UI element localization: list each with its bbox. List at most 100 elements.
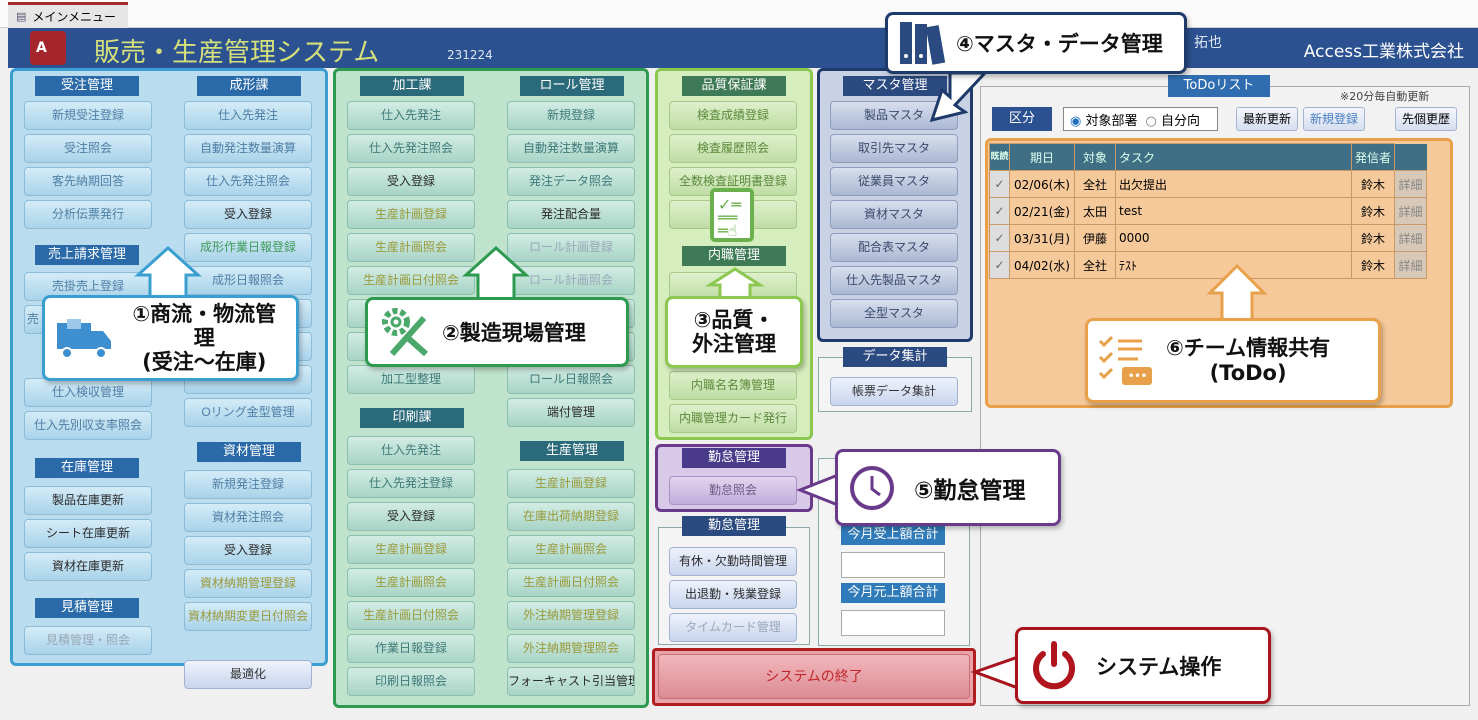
sales-total-field[interactable] xyxy=(841,552,945,578)
menu-button[interactable]: 成形日報照会 xyxy=(184,266,312,295)
menu-button[interactable]: Oリング金型管理 xyxy=(184,398,312,427)
menu-button[interactable]: ロール計画登録 xyxy=(507,233,635,262)
menu-button[interactable]: 加工型整理 xyxy=(347,365,475,394)
menu-button[interactable]: 配合表マスタ xyxy=(830,233,958,262)
menu-button[interactable]: 成形作業日報登録 xyxy=(184,233,312,262)
col-sender: 発信者 xyxy=(1351,143,1395,171)
callout6-arrow xyxy=(1206,263,1268,324)
menu-button[interactable]: 検査成績登録 xyxy=(669,101,797,130)
menu-button[interactable]: 資材マスタ xyxy=(830,200,958,229)
menu-button[interactable]: 新規受注登録 xyxy=(24,101,152,130)
menu-button[interactable]: 全型マスタ xyxy=(830,299,958,328)
menu-button[interactable]: 取引先マスタ xyxy=(830,134,958,163)
menu-button[interactable]: 資材納期管理登録 xyxy=(184,569,312,598)
history-button[interactable]: 先個更歴 xyxy=(1395,107,1457,131)
radio-target-dept[interactable]: ◉ 対象部署 xyxy=(1070,113,1138,129)
menu-button[interactable]: 仕入検収管理 xyxy=(24,378,152,407)
menu-button[interactable]: 仕入先発注 xyxy=(184,101,312,130)
read-check-icon[interactable]: ✓ xyxy=(989,251,1010,279)
todo-table: 既読 期日 対象 タスク 発信者 ✓02/06(木)全社出欠提出鈴木詳細✓02/… xyxy=(989,143,1427,279)
menu-button[interactable]: 印刷日報照会 xyxy=(347,667,475,696)
menu-button[interactable]: 受入登録 xyxy=(184,536,312,565)
menu-button[interactable]: 受注照会 xyxy=(24,134,152,163)
menu-button[interactable]: 自動発注数量演算 xyxy=(184,134,312,163)
sales-total2-field[interactable] xyxy=(841,610,945,636)
menu-button[interactable]: 自動発注数量演算 xyxy=(507,134,635,163)
menu-button[interactable]: 外注納期管理登録 xyxy=(507,601,635,630)
menu-button[interactable]: 仕入先別収支率照会 xyxy=(24,411,152,440)
menu-button[interactable]: 発注データ照会 xyxy=(507,167,635,196)
group-header: 勤怠管理 xyxy=(682,448,786,468)
menu-button[interactable]: 受入登録 xyxy=(347,167,475,196)
menu-button[interactable]: 在庫出荷納期登録 xyxy=(507,502,635,531)
col-task: タスク xyxy=(1115,143,1352,171)
menu-button[interactable]: タイムカード管理 xyxy=(669,613,797,642)
power-icon xyxy=(1033,640,1075,689)
menu-button[interactable]: 仕入先発注照会 xyxy=(347,134,475,163)
menu-button[interactable]: 生産計画照会 xyxy=(347,568,475,597)
todo-row[interactable]: ✓04/02(水)全社ﾃｽﾄ鈴木詳細 xyxy=(989,251,1427,279)
menu-button[interactable]: 仕入先製品マスタ xyxy=(830,266,958,295)
read-check-icon[interactable]: ✓ xyxy=(989,224,1010,252)
todo-row[interactable]: ✓02/06(木)全社出欠提出鈴木詳細 xyxy=(989,170,1427,198)
menu-button[interactable]: 作業日報登録 xyxy=(347,634,475,663)
menu-button[interactable]: 検査履歴照会 xyxy=(669,134,797,163)
menu-button[interactable]: 受入登録 xyxy=(184,200,312,229)
exit-system-button[interactable]: システムの終了 xyxy=(658,654,970,699)
menu-button[interactable]: 生産計画照会 xyxy=(347,233,475,262)
menu-button[interactable]: 内職管理カード発行 xyxy=(669,404,797,433)
menu-button[interactable]: 生産計画登録 xyxy=(347,200,475,229)
menu-button[interactable]: 発注配合量 xyxy=(507,200,635,229)
menu-button[interactable]: 出退勤・残業登録 xyxy=(669,580,797,609)
menu-button[interactable]: 製品在庫更新 xyxy=(24,486,152,515)
menu-button[interactable]: 生産計画日付照会 xyxy=(507,568,635,597)
refresh-button[interactable]: 最新更新 xyxy=(1236,107,1298,131)
menu-button[interactable]: 生産計画日付照会 xyxy=(347,601,475,630)
menu-button[interactable]: 生産計画登録 xyxy=(507,469,635,498)
menu-button[interactable]: 仕入先発注 xyxy=(347,101,475,130)
menu-button[interactable]: 生産計画照会 xyxy=(507,535,635,564)
detail-button[interactable]: 詳細 xyxy=(1394,170,1427,198)
todo-due: 02/06(木) xyxy=(1009,170,1075,198)
menu-button[interactable]: シート在庫更新 xyxy=(24,519,152,548)
menu-button[interactable]: 生産計画日付照会 xyxy=(347,266,475,295)
menu-button[interactable]: 従業員マスタ xyxy=(830,167,958,196)
menu-button[interactable]: 端付管理 xyxy=(507,398,635,427)
menu-button[interactable]: 資材納期変更日付照会 xyxy=(184,602,312,631)
menu-button[interactable]: 仕入先発注登録 xyxy=(347,469,475,498)
menu-button[interactable]: 勤怠照会 xyxy=(669,476,797,505)
menu-button[interactable]: 分析伝票発行 xyxy=(24,200,152,229)
menu-button[interactable]: 新規発注登録 xyxy=(184,470,312,499)
read-check-icon[interactable]: ✓ xyxy=(989,170,1010,198)
checklist-chat-icon: ••• xyxy=(1098,335,1152,385)
menu-button[interactable]: 客先納期回答 xyxy=(24,167,152,196)
menu-button[interactable]: 生産計画登録 xyxy=(347,535,475,564)
detail-button[interactable]: 詳細 xyxy=(1394,251,1427,279)
menu-button[interactable]: 見積管理・照会 xyxy=(24,626,152,655)
menu-button[interactable]: 資材在庫更新 xyxy=(24,552,152,581)
tab-bar: ▤メインメニュー xyxy=(0,0,1478,28)
menu-button[interactable]: 新規登録 xyxy=(507,101,635,130)
menu-button[interactable]: フォーキャスト引当管理 xyxy=(507,667,635,696)
menu-button[interactable]: 受入登録 xyxy=(347,502,475,531)
clock-icon xyxy=(850,465,894,510)
menu-button[interactable]: 仕入先発注 xyxy=(347,436,475,465)
group-header: マスタ管理 xyxy=(843,76,947,96)
menu-button[interactable]: 仕入先発注照会 xyxy=(184,167,312,196)
new-todo-button[interactable]: 新規登録 xyxy=(1303,107,1365,131)
gear-wrench-icon xyxy=(382,308,428,357)
menu-button[interactable]: 内職名名簿管理 xyxy=(669,371,797,400)
radio-self[interactable]: ○ 自分向 xyxy=(1145,113,1201,129)
menu-button[interactable]: 有休・欠勤時間管理 xyxy=(669,547,797,576)
menu-button[interactable]: ロール計画照会 xyxy=(507,266,635,295)
menu-button[interactable]: 帳票データ集計 xyxy=(830,377,958,406)
todo-due: 04/02(水) xyxy=(1009,251,1075,279)
detail-button[interactable]: 詳細 xyxy=(1394,197,1427,225)
menu-button[interactable]: 資材発注照会 xyxy=(184,503,312,532)
menu-button[interactable]: 外注納期管理照会 xyxy=(507,634,635,663)
menu-button[interactable]: ロール日報照会 xyxy=(507,365,635,394)
tab-main-menu[interactable]: ▤メインメニュー xyxy=(8,2,128,28)
optimize-button[interactable]: 最適化 xyxy=(184,660,312,689)
